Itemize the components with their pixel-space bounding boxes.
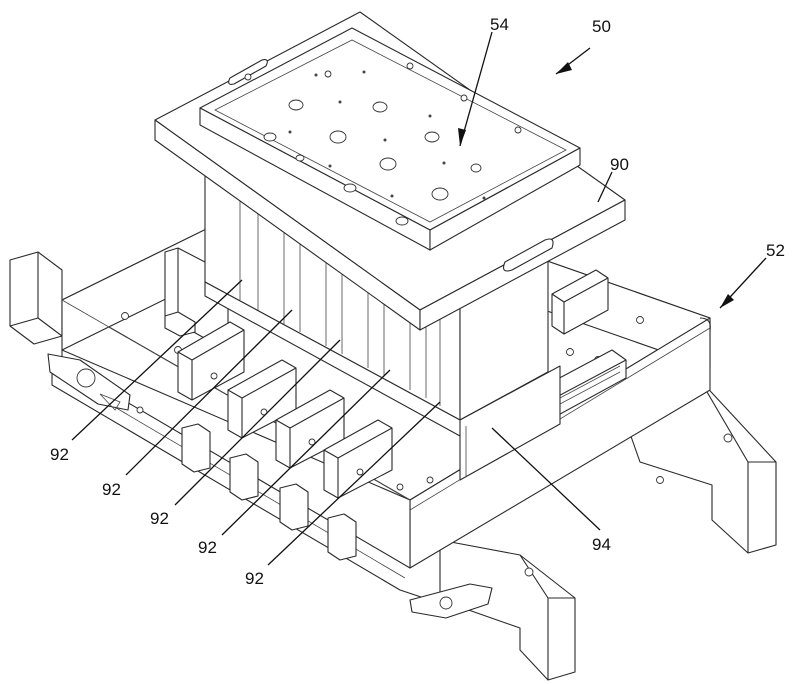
bottom-lug (409, 583, 493, 619)
tray (199, 27, 581, 251)
pads (177, 321, 393, 499)
leader-lines (71, 31, 767, 566)
label-50: 50 (592, 17, 611, 36)
label-92-b: 92 (102, 480, 121, 499)
label-92-e: 92 (245, 569, 264, 588)
underside-blocks (181, 423, 357, 561)
reference-labels: 50 54 90 52 94 92 92 92 92 92 (50, 15, 785, 588)
label-52: 52 (766, 241, 785, 260)
label-94: 94 (592, 535, 611, 554)
label-54: 54 (490, 15, 509, 34)
label-92-c: 92 (150, 509, 169, 528)
label-92-a: 92 (50, 445, 69, 464)
base-legs (9, 251, 777, 681)
left-bracket (47, 353, 144, 414)
label-90: 90 (610, 155, 629, 174)
label-92-d: 92 (198, 538, 217, 557)
